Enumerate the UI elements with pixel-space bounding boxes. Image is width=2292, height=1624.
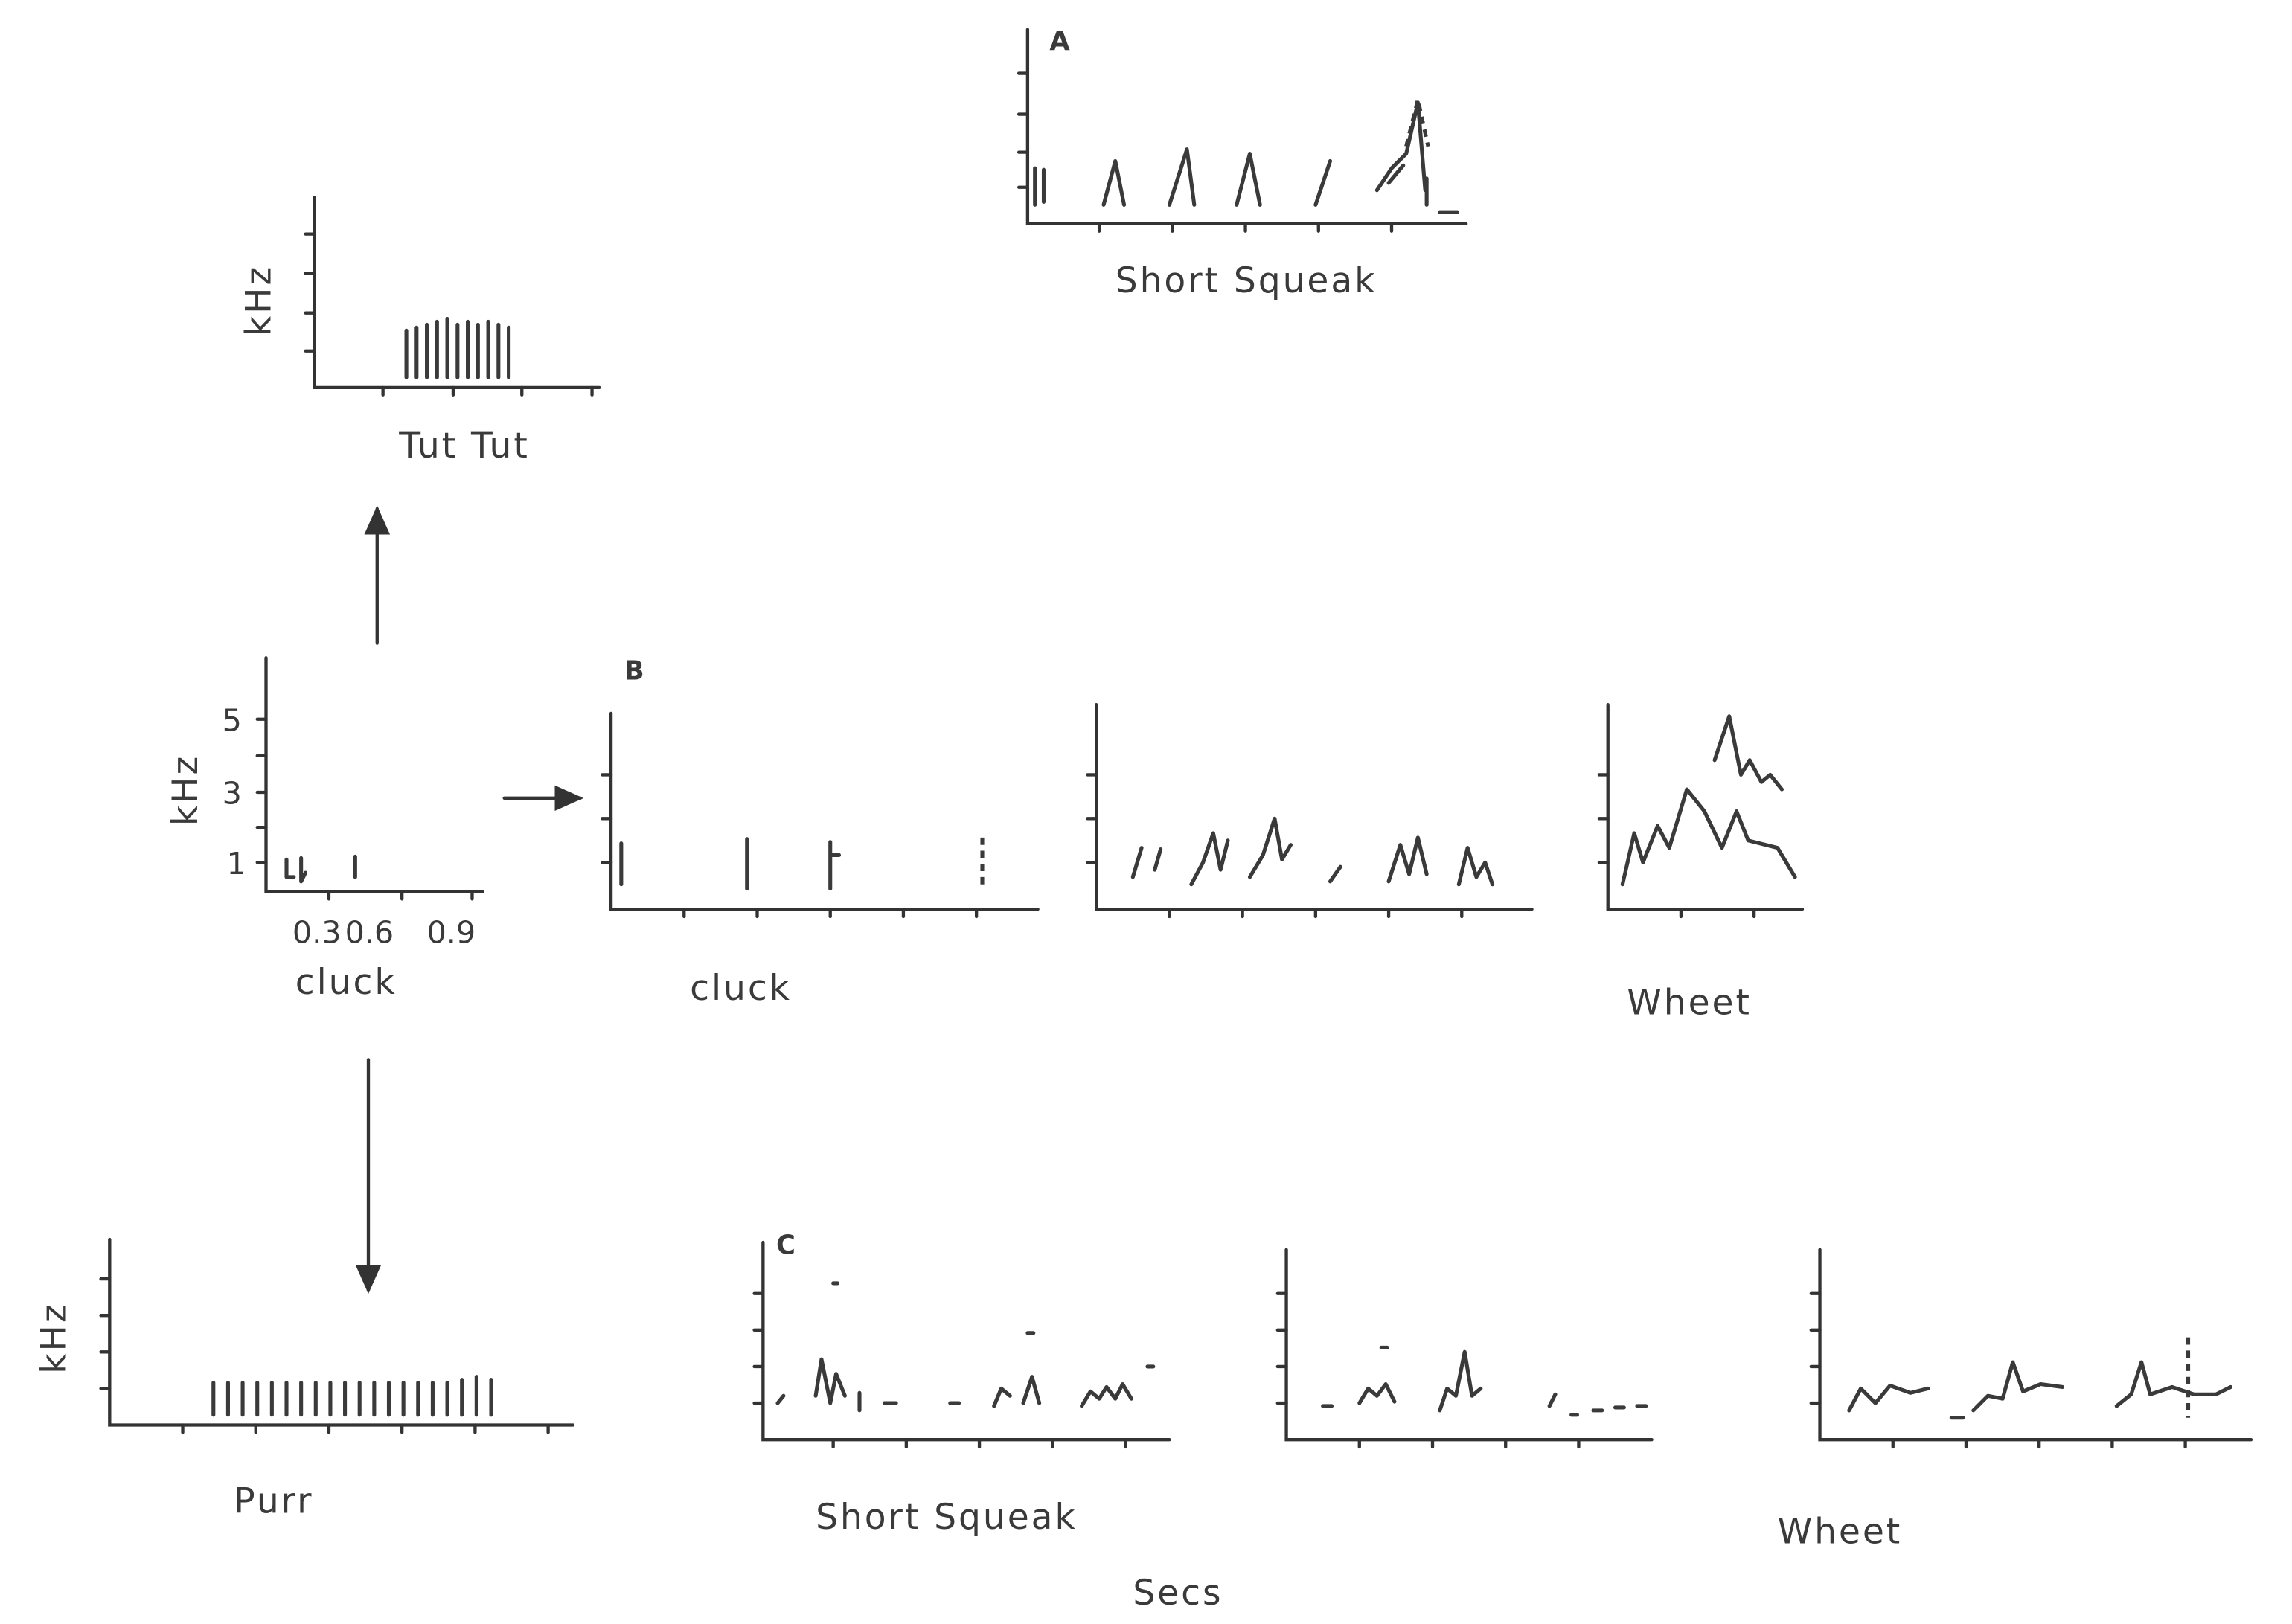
panel-c-squeak-ticks	[752, 1291, 1127, 1449]
caption-wheet-c: Wheet	[1778, 1512, 1903, 1553]
caption-cluck-b: cluck	[690, 968, 792, 1009]
panel-b-cluck-trace	[619, 837, 842, 891]
panel-b-label: B	[624, 656, 647, 687]
caption-cluck: cluck	[295, 962, 397, 1003]
cluck-axes	[264, 656, 484, 893]
panel-c: C Short Squeak Wheet	[752, 1230, 2253, 1553]
tut-tut-trace	[404, 316, 511, 379]
purr-khz-label: kHz	[33, 1302, 74, 1373]
panel-a-harmonic	[1404, 99, 1430, 147]
cluck-ticks	[255, 717, 474, 901]
caption-purr: Purr	[234, 1480, 313, 1521]
caption-short-squeak-a: Short Squeak	[1115, 260, 1377, 301]
purr-ticks	[99, 1277, 550, 1434]
panel-b-wheet-axes	[1606, 702, 1805, 911]
panel-a-short-squeak: A Short Squeak	[1017, 26, 1468, 301]
x-tick-0.9: 0.9	[427, 914, 476, 950]
x-tick-0.6: 0.6	[345, 914, 394, 950]
panel-c-wheet-trace	[1847, 1360, 2233, 1420]
panel-b-cluck-axes	[609, 711, 1040, 911]
purr-trace	[211, 1375, 493, 1417]
caption-tut-tut: Tut Tut	[398, 426, 530, 466]
panel-b-squeak-axes	[1095, 702, 1534, 911]
panel-a-ticks	[1017, 71, 1394, 233]
y-tick-5: 5	[223, 702, 244, 738]
cluck-trace	[284, 854, 357, 884]
tut-tut-ticks	[304, 232, 594, 397]
panel-a-trace	[1033, 100, 1459, 214]
y-tick-3: 3	[223, 776, 244, 812]
panel-c-squeak-trace	[775, 1281, 1156, 1413]
panel-a-axes	[1025, 28, 1468, 226]
panel-a-label: A	[1049, 26, 1072, 57]
panel-tut-tut: kHz Tut Tut	[238, 196, 601, 466]
panel-c-label: C	[776, 1230, 798, 1261]
panel-b-wheet-ticks	[1597, 773, 1756, 919]
panel-b-wheet-trace	[1620, 714, 1797, 887]
panel-purr: kHz Purr	[33, 1237, 575, 1521]
panel-b-cluck-ticks	[601, 773, 979, 919]
panel-b-squeak-ticks	[1086, 773, 1464, 919]
panel-b: B cluck Wheet	[601, 656, 1805, 1024]
panel-c-mid-trace	[1321, 1345, 1648, 1417]
x-tick-0.3: 0.3	[292, 914, 342, 950]
panel-c-wheet-ticks	[1809, 1291, 2187, 1449]
panel-c-mid-ticks	[1275, 1291, 1581, 1449]
panel-c-squeak-axes	[761, 1240, 1171, 1442]
caption-wheet-b: Wheet	[1627, 983, 1752, 1024]
panel-c-mid-axes	[1284, 1248, 1654, 1442]
cluck-khz-label: kHz	[165, 754, 206, 826]
y-tick-1: 1	[226, 846, 248, 882]
secs-axis-label: Secs	[1133, 1573, 1223, 1614]
panel-cluck: 5 3 1 0.3 0.6 0.9 kHz cluck	[165, 656, 484, 1003]
panel-b-squeak-trace	[1130, 816, 1495, 887]
caption-short-squeak-c: Short Squeak	[816, 1497, 1078, 1538]
tut-tut-axes	[313, 196, 601, 390]
purr-axes	[108, 1237, 575, 1427]
panel-c-wheet-axes	[1818, 1248, 2253, 1442]
tut-tut-khz-label: kHz	[238, 265, 279, 336]
